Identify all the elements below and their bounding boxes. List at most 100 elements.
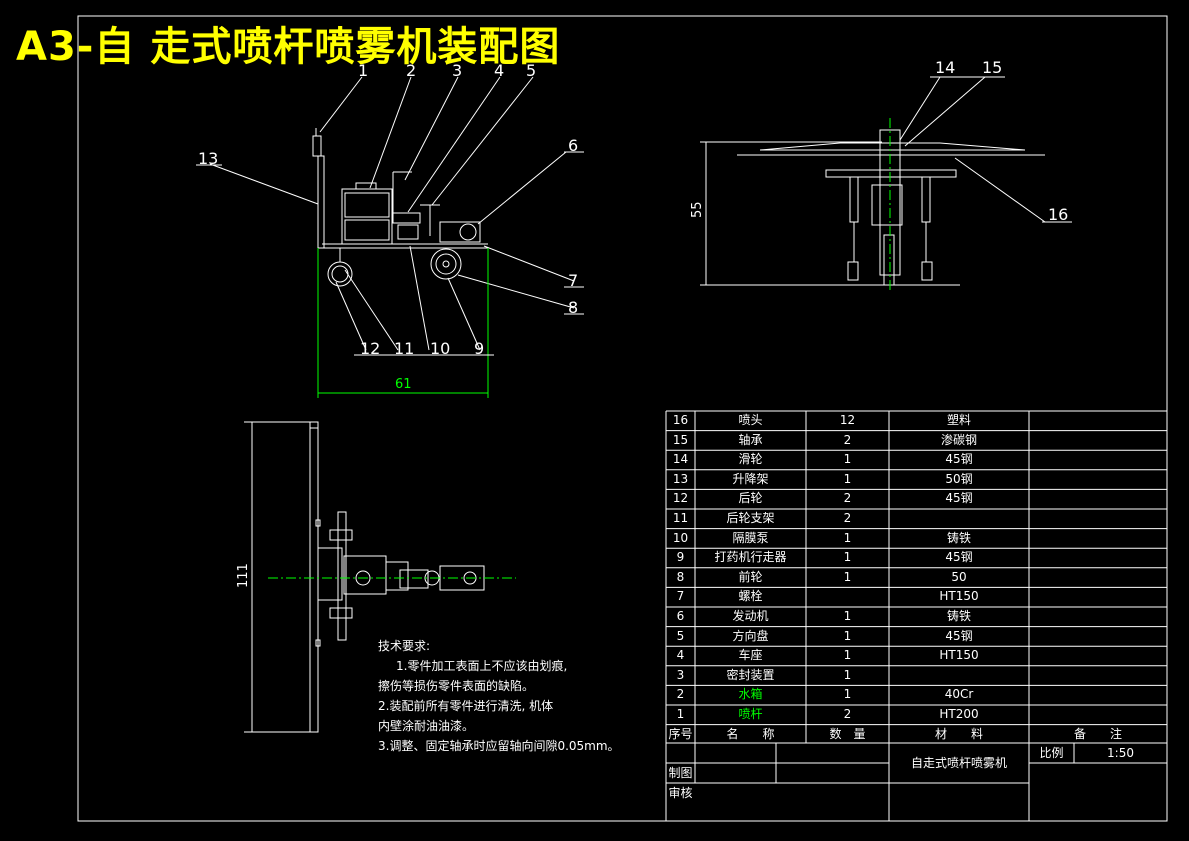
bom-qty-row-8: 1: [843, 569, 852, 584]
drawing-name: 自走式喷杆喷雾机: [910, 756, 1007, 770]
bom-no-row-6: 6: [676, 609, 685, 623]
bom-qty-row-5: 1: [843, 628, 852, 643]
bom-name-row-12: 后轮: [738, 491, 763, 506]
bom-name-row-6: 发动机: [732, 609, 769, 623]
bom-material-row-10: 铸铁: [946, 530, 971, 545]
callout-1: 1: [358, 61, 368, 80]
bom-name-row-2: 水箱: [738, 687, 763, 702]
bom-no-row-2: 2: [676, 687, 685, 702]
bom-name-row-11: 后轮支架: [726, 511, 775, 525]
bom-no-row-10: 10: [672, 530, 689, 545]
callout-10: 10: [430, 339, 450, 358]
bom-material-row-12: 45钢: [945, 491, 973, 506]
bom-note-row-4: [1029, 646, 1167, 666]
drawn-label: 制图: [668, 766, 693, 780]
bom-name-row-4: 车座: [738, 648, 763, 663]
front-leaders: [899, 76, 1046, 223]
bom-material-row-13: 50钢: [945, 471, 973, 486]
bom-no-row-14: 14: [672, 452, 689, 467]
bom-name-row-10: 隔膜泵: [732, 530, 769, 545]
callout-6: 6: [568, 136, 578, 155]
bom-qty-row-14: 1: [843, 452, 852, 467]
bom-name-row-9: 打药机行走器: [714, 550, 787, 565]
callout-2: 2: [406, 61, 416, 80]
bom-header-material: 材 料: [934, 726, 983, 741]
bom-no-row-1: 1: [676, 707, 685, 721]
bom-qty-row-2: 1: [843, 687, 852, 702]
bom-no-row-5: 5: [676, 628, 685, 643]
bom-material-row-7: HT150: [939, 589, 979, 604]
tech-heading: 技术要求:: [378, 639, 431, 653]
callout-9: 9: [474, 339, 484, 358]
front-dimension: [700, 141, 882, 286]
bom-note-row-6: [1029, 607, 1167, 627]
tech-line-5: 3.调整、固定轴承时应留轴向间隙0.05mm。: [378, 739, 620, 753]
callout-7: 7: [568, 271, 578, 290]
bom-qty-row-6: 1: [843, 609, 852, 623]
callout-numbers: 1 2 3 4 5 6 7 8 9 10 11 12 13 14 15 16: [198, 58, 1068, 358]
scale-label: 比例: [1039, 746, 1064, 760]
callout-13: 13: [198, 149, 218, 168]
bom-qty-row-10: 1: [843, 530, 852, 545]
bom-qty-row-3: 1: [843, 667, 852, 682]
checked-label: 审核: [668, 786, 693, 800]
bom-qty-row-7: [806, 587, 889, 607]
callout-11: 11: [394, 339, 414, 358]
bom-header-note: 备 注: [1073, 726, 1122, 741]
bom-no-row-8: 8: [676, 569, 685, 584]
callout-5: 5: [526, 61, 536, 80]
callout-3: 3: [452, 61, 462, 80]
scale-value: 1:50: [1107, 746, 1134, 760]
bom-note-row-11: [1029, 509, 1167, 529]
bom-name-row-1: 喷杆: [738, 707, 763, 721]
bom-qty-row-1: 2: [843, 707, 852, 721]
side-view: [312, 128, 488, 287]
bom-note-row-14: [1029, 450, 1167, 470]
bom-material-row-9: 45钢: [945, 550, 973, 565]
bom-material-row-2: 40Cr: [944, 687, 974, 702]
bom-no-row-7: 7: [676, 589, 685, 604]
bom-material-row-5: 45钢: [945, 628, 973, 643]
bom-material-row-6: 铸铁: [946, 609, 971, 623]
bom-header-qty: 数 量: [829, 726, 866, 741]
front-view: [737, 129, 1045, 286]
callout-12: 12: [360, 339, 380, 358]
side-leaders: [209, 76, 575, 351]
drawing-title: A3-自 走式喷杆喷雾机装配图: [16, 24, 561, 70]
bom-no-row-4: 4: [676, 648, 685, 663]
tech-line-3: 2.装配前所有零件进行清洗, 机体: [378, 699, 554, 713]
callout-14: 14: [935, 58, 955, 77]
bom-note-row-5: [1029, 627, 1167, 647]
bom-material-row-1: HT200: [939, 707, 979, 721]
bom-material-row-15: 渗碳钢: [940, 432, 977, 447]
bom-note-row-8: [1029, 568, 1167, 588]
length-dimension-label: 111: [236, 563, 251, 588]
bom-material-row-16: 塑料: [946, 413, 971, 427]
bom-no-row-3: 3: [676, 667, 685, 682]
tech-line-1: 1.零件加工表面上不应该由划痕,: [396, 659, 568, 673]
bom-qty-row-16: 12: [839, 413, 856, 427]
bom-note-row-3: [1029, 666, 1167, 686]
tech-line-4: 内壁涂耐油油漆。: [378, 719, 475, 733]
bom-note-row-2: [1029, 685, 1167, 705]
callout-16: 16: [1048, 205, 1068, 224]
callout-15: 15: [982, 58, 1002, 77]
bom-qty-row-11: 2: [843, 511, 852, 525]
bom-header-name: 名 称: [726, 726, 775, 741]
bom-qty-row-12: 2: [843, 491, 852, 506]
bom-name-row-15: 轴承: [738, 432, 763, 447]
bom-qty-row-13: 1: [843, 471, 852, 486]
bom-material-row-3: [889, 666, 1029, 686]
tech-line-2: 擦伤等损伤零件表面的缺陷。: [378, 679, 535, 693]
width-dimension-label: 61: [395, 377, 412, 392]
bom-material-row-11: [889, 509, 1029, 529]
callout-4: 4: [494, 61, 504, 80]
bom-material-row-4: HT150: [939, 648, 979, 663]
bom-name-row-14: 滑轮: [738, 452, 763, 467]
bom-note-row-15: [1029, 431, 1167, 451]
bom-note-row-12: [1029, 489, 1167, 509]
bom-no-row-12: 12: [672, 491, 689, 506]
bom-note-row-16: [1029, 411, 1167, 431]
bom-note-row-9: [1029, 548, 1167, 568]
